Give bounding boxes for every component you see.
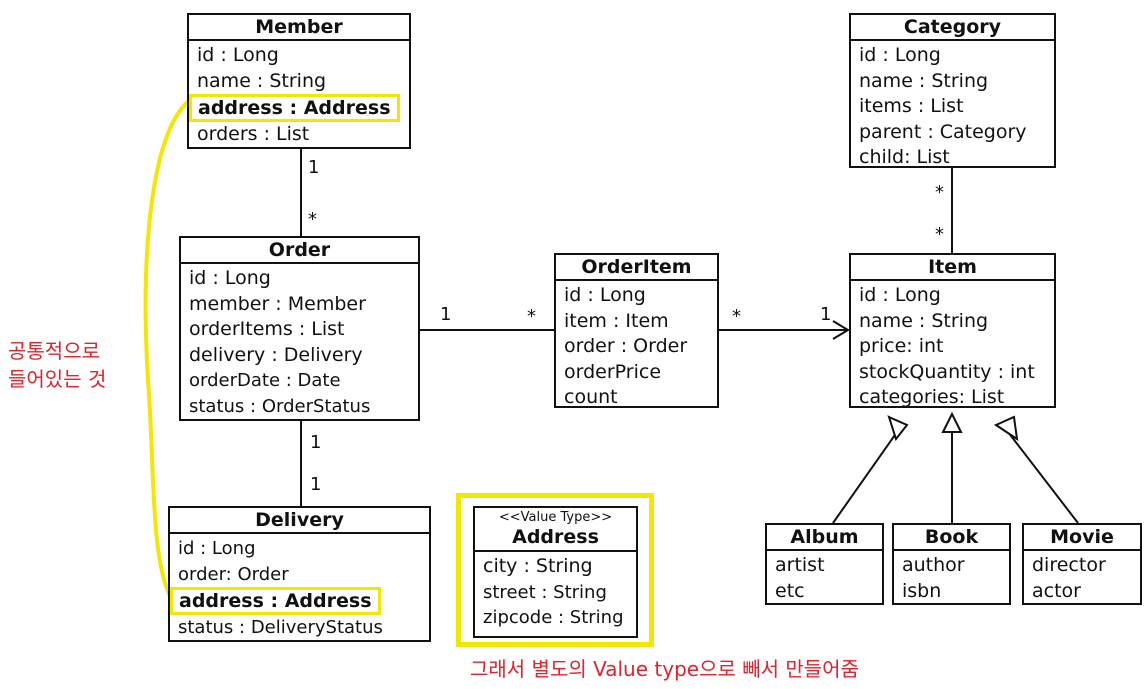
inherit-triangle-icon <box>993 415 1019 442</box>
order-attr: member : Member <box>189 292 366 315</box>
movie-inherit-line <box>1007 431 1079 524</box>
left-note-line1: 공통적으로 <box>8 339 100 363</box>
order-class: Order id : Long member : Member orderIte… <box>179 236 420 421</box>
category-attr: items : List <box>859 95 964 117</box>
member-address-highlight: address : Address <box>189 94 400 122</box>
item-attr: stockQuantity : int <box>859 360 1035 383</box>
movie-attr: director <box>1032 554 1106 576</box>
orderitem-title: OrderItem <box>556 255 717 281</box>
album-attr: artist <box>775 554 825 576</box>
category-class: Category id : Long name : String items :… <box>849 13 1056 168</box>
delivery-attr: id : Long <box>178 538 256 559</box>
multiplicity-label: * <box>935 182 944 203</box>
bottom-note: 그래서 별도의 Value type으로 빼서 만들어줌 <box>470 657 859 681</box>
order-attr: status : OrderStatus <box>189 395 371 417</box>
delivery-attr: order: Order <box>178 563 289 585</box>
item-attr: id : Long <box>859 284 941 306</box>
address-title: Address <box>475 526 636 552</box>
book-attr: author <box>902 554 965 576</box>
delivery-class: Delivery id : Long order: Order address … <box>168 506 431 642</box>
multiplicity-label: * <box>732 306 741 327</box>
address-class: <<Value Type>> Address city : String str… <box>473 506 638 638</box>
album-title: Album <box>767 525 882 551</box>
multiplicity-label: 1 <box>308 157 320 178</box>
multiplicity-label: * <box>527 306 536 327</box>
arrowhead-icon <box>832 320 850 340</box>
item-title: Item <box>851 255 1054 281</box>
member-title: Member <box>189 15 409 41</box>
delivery-address-highlight: address : Address <box>170 587 381 615</box>
item-attr: price: int <box>859 335 944 357</box>
album-attr: etc <box>775 579 805 602</box>
item-attr: name : String <box>859 309 989 332</box>
delivery-attr: status : DeliveryStatus <box>178 617 383 638</box>
multiplicity-label: 1 <box>310 432 322 453</box>
item-attr: categories: List <box>859 386 1005 408</box>
address-yellow-frame <box>456 493 654 647</box>
multiplicity-label: * <box>308 209 317 230</box>
movie-title: Movie <box>1024 525 1140 551</box>
order-title: Order <box>181 238 418 264</box>
address-attr: city : String <box>483 555 593 577</box>
yellow-bracket <box>143 98 192 601</box>
delivery-title: Delivery <box>170 508 429 534</box>
left-note: 공통적으로 들어있는 것 <box>8 337 106 393</box>
category-attr: child: List <box>859 146 950 168</box>
inherit-triangle-icon <box>941 411 963 433</box>
member-attr: id : Long <box>197 44 279 66</box>
inherit-triangle-icon <box>887 415 909 442</box>
album-class: Album artist etc <box>765 523 884 605</box>
book-attr: isbn <box>902 579 942 602</box>
book-title: Book <box>894 525 1009 551</box>
category-attr: id : Long <box>859 44 941 66</box>
order-attr: orderDate : Date <box>189 370 341 391</box>
order-attr: id : Long <box>189 267 271 289</box>
member-attr: name : String <box>197 69 327 92</box>
orderitem-attr: orderPrice <box>564 360 662 383</box>
orderitem-attr: order : Order <box>564 335 688 357</box>
album-inherit-line <box>832 431 898 524</box>
multiplicity-label: 1 <box>310 474 322 495</box>
multiplicity-label: 1 <box>440 304 452 325</box>
left-note-line2: 들어있는 것 <box>8 367 107 391</box>
multiplicity-label: 1 <box>820 304 832 325</box>
item-class: Item id : Long name : String price: int … <box>849 253 1056 408</box>
category-title: Category <box>851 15 1054 41</box>
book-class: Book author isbn <box>892 523 1011 605</box>
member-class: Member id : Long name : String address :… <box>187 13 411 149</box>
order-attr: delivery : Delivery <box>189 343 363 366</box>
address-stereotype: <<Value Type>> <box>498 510 613 525</box>
member-attr: orders : List <box>197 123 310 145</box>
category-attr: parent : Category <box>859 120 1027 143</box>
movie-class: Movie director actor <box>1022 523 1142 605</box>
multiplicity-label: * <box>935 224 944 245</box>
orderitem-attr: count <box>564 386 618 408</box>
category-attr: name : String <box>859 69 989 92</box>
order-attr: orderItems : List <box>189 318 345 340</box>
orderitem-attr: item : Item <box>564 309 669 332</box>
address-attr: zipcode : String <box>483 607 624 628</box>
orderitem-class: OrderItem id : Long item : Item order : … <box>554 253 719 408</box>
orderitem-attr: id : Long <box>564 284 646 306</box>
movie-attr: actor <box>1032 579 1081 602</box>
address-attr: street : String <box>483 581 607 603</box>
